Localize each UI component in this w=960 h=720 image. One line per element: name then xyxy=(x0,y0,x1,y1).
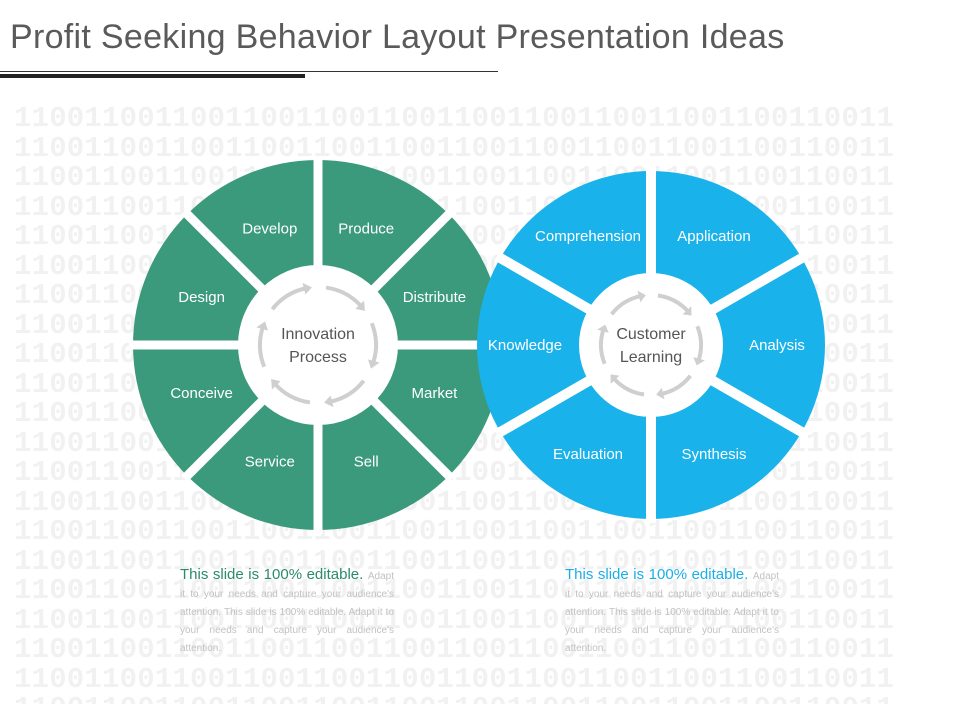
learning-cycle-arrowhead xyxy=(610,374,620,384)
learning-separator xyxy=(709,251,808,315)
innovation-segment-service: Service xyxy=(245,453,295,470)
learning-separator xyxy=(709,375,808,439)
learning-cycle-arrowhead xyxy=(682,306,692,316)
innovation-cycle-arrowhead xyxy=(367,359,380,369)
learning-cycle-arrow xyxy=(657,293,690,313)
learning-segment-application: Application xyxy=(677,228,750,245)
learning-cycle-arrowhead xyxy=(597,324,609,333)
caption-right-body: Adapt it to your needs and capture your … xyxy=(565,571,779,654)
learning-separator xyxy=(494,375,593,439)
innovation-cycle-arrow xyxy=(329,379,366,404)
innovation-cycle-arrowhead xyxy=(271,379,281,390)
innovation-cycle-arrowhead xyxy=(355,300,365,311)
innovation-segment-market: Market xyxy=(411,385,458,402)
learning-segment-analysis: Analysis xyxy=(749,337,805,354)
innovation-cycle-arrow xyxy=(325,285,363,308)
learning-cycle-arrowhead xyxy=(656,387,665,400)
learning-cycle-arrow xyxy=(612,377,645,397)
innovation-hub xyxy=(238,265,398,425)
title-underline-thin xyxy=(0,71,498,72)
caption-right: This slide is 100% editable. Adapt it to… xyxy=(565,566,779,656)
learning-cycle-arrowhead xyxy=(637,290,646,303)
innovation-cycle-arrow xyxy=(270,286,307,311)
caption-left-heading: This slide is 100% editable. xyxy=(180,566,368,583)
innovation-segment-design: Design xyxy=(178,289,225,306)
innovation-separator xyxy=(181,208,267,294)
innovation-separator xyxy=(181,396,267,482)
learning-cycle-arrow xyxy=(610,294,642,316)
innovation-cycle-arrowhead xyxy=(256,321,269,331)
innovation-segment-conceive: Conceive xyxy=(170,385,233,402)
learning-segment-synthesis: Synthesis xyxy=(681,446,746,463)
innovation-separator xyxy=(369,396,455,482)
learning-center-label: Learning xyxy=(620,349,682,366)
learning-cycle-arrow xyxy=(660,374,692,396)
innovation-cycle-arrow xyxy=(258,326,267,368)
innovation-separator xyxy=(369,208,455,294)
learning-segment-comprehension: Comprehension xyxy=(535,228,641,245)
caption-left: This slide is 100% editable. Adapt it to… xyxy=(180,566,394,656)
learning-separator xyxy=(494,251,593,315)
innovation-segment-distribute: Distribute xyxy=(403,289,466,306)
title-underline-thick xyxy=(0,74,305,78)
innovation-cycle-arrowhead xyxy=(324,395,334,408)
caption-left-body: Adapt it to your needs and capture your … xyxy=(180,571,394,654)
innovation-center-label: Process xyxy=(289,349,347,366)
innovation-center-label: Innovation xyxy=(281,326,355,343)
innovation-cycle-arrow xyxy=(273,382,311,405)
innovation-segment-sell: Sell xyxy=(354,453,379,470)
learning-segment-evaluation: Evaluation xyxy=(553,446,623,463)
innovation-cycle-arrow xyxy=(369,322,378,364)
learning-cycle-arrow xyxy=(695,325,703,362)
slide-title: Profit Seeking Behavior Layout Presentat… xyxy=(10,18,785,56)
innovation-segment-produce: Produce xyxy=(338,221,394,238)
innovation-segment-develop: Develop xyxy=(242,221,297,238)
innovation-cycle-arrowhead xyxy=(302,282,312,295)
caption-right-heading: This slide is 100% editable. xyxy=(565,566,753,583)
learning-cycle-arrow xyxy=(599,328,607,365)
learning-segment-knowledge: Knowledge xyxy=(488,337,562,354)
learning-center-label: Customer xyxy=(616,326,686,343)
learning-cycle-arrowhead xyxy=(693,357,705,366)
